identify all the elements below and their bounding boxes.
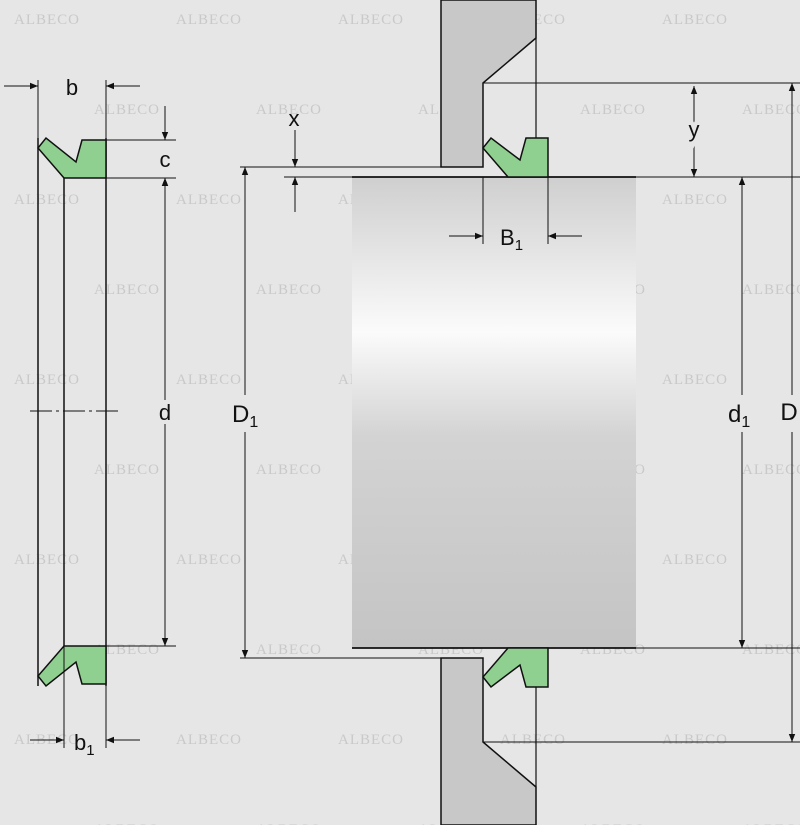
label-b1: b1 xyxy=(74,730,95,759)
seal-section-view xyxy=(30,136,118,688)
watermark-logo: ALBECO xyxy=(94,822,160,825)
watermark-logo: ALBECO xyxy=(14,12,80,28)
watermark-logo: ALBECO xyxy=(742,102,800,118)
label-D1: D1 xyxy=(232,401,258,431)
label-b: b xyxy=(66,75,78,100)
installed-seal-bottom xyxy=(482,647,549,689)
watermark-logo: ALBECO xyxy=(94,282,160,298)
watermark-logo: ALBECO xyxy=(256,462,322,478)
dimension-b xyxy=(4,80,140,138)
watermark-logo: ALBECO xyxy=(580,102,646,118)
seal-profile-top xyxy=(37,136,107,179)
watermark-logo: ALBECO xyxy=(742,822,800,825)
dimension-d xyxy=(106,178,176,647)
dimension-y xyxy=(483,82,800,178)
dimension-B1 xyxy=(449,177,582,244)
label-D: D xyxy=(780,399,797,426)
watermark-logo: ALBECO xyxy=(662,732,728,748)
dimension-d1 xyxy=(636,177,800,649)
watermark-logo: ALBECO xyxy=(176,192,242,208)
watermark-logo: ALBECO xyxy=(176,12,242,28)
watermark-logo: ALBECO xyxy=(662,372,728,388)
dimension-D1 xyxy=(240,167,441,659)
watermark-logo: ALBECO xyxy=(176,552,242,568)
label-d1: d1 xyxy=(728,401,750,431)
label-x: x xyxy=(289,106,300,131)
watermark-logo: ALBECO xyxy=(176,372,242,388)
watermark-logo: ALBECO xyxy=(14,192,80,208)
watermark-logo: ALBECO xyxy=(14,372,80,388)
dimension-D xyxy=(483,83,800,743)
seal-profile-bottom xyxy=(37,645,107,688)
watermark-logo: ALBECO xyxy=(94,462,160,478)
watermark-logo: ALBECO xyxy=(256,282,322,298)
watermark-logo: ALBECO xyxy=(580,822,646,825)
dimension-b1 xyxy=(30,646,140,748)
installed-seal-top xyxy=(482,136,549,178)
watermark-logo: ALBECO xyxy=(256,642,322,658)
watermark-logo: ALBECO xyxy=(338,732,404,748)
watermark-logo: ALBECO xyxy=(742,462,800,478)
watermark-logo: ALBECO xyxy=(662,552,728,568)
watermark-logo: ALBECO xyxy=(662,12,728,28)
watermark-logo: ALBECO xyxy=(500,732,566,748)
watermark-logo: ALBECO xyxy=(176,732,242,748)
label-y: y xyxy=(689,117,700,142)
watermark-logo: ALBECO xyxy=(742,282,800,298)
watermark-logo: ALBECO xyxy=(338,12,404,28)
dimension-x xyxy=(240,130,441,212)
label-B1: B1 xyxy=(500,225,523,254)
watermark-logo: ALBECO xyxy=(94,102,160,118)
watermark-logo: ALBECO xyxy=(742,642,800,658)
label-c: c xyxy=(160,147,171,172)
watermark-logo: ALBECO xyxy=(256,102,322,118)
watermark-logo: ALBECO xyxy=(256,822,322,825)
label-d: d xyxy=(159,400,171,425)
rod xyxy=(352,177,636,648)
watermark-logo: ALBECO xyxy=(14,552,80,568)
watermark-logo: ALBECO xyxy=(662,192,728,208)
